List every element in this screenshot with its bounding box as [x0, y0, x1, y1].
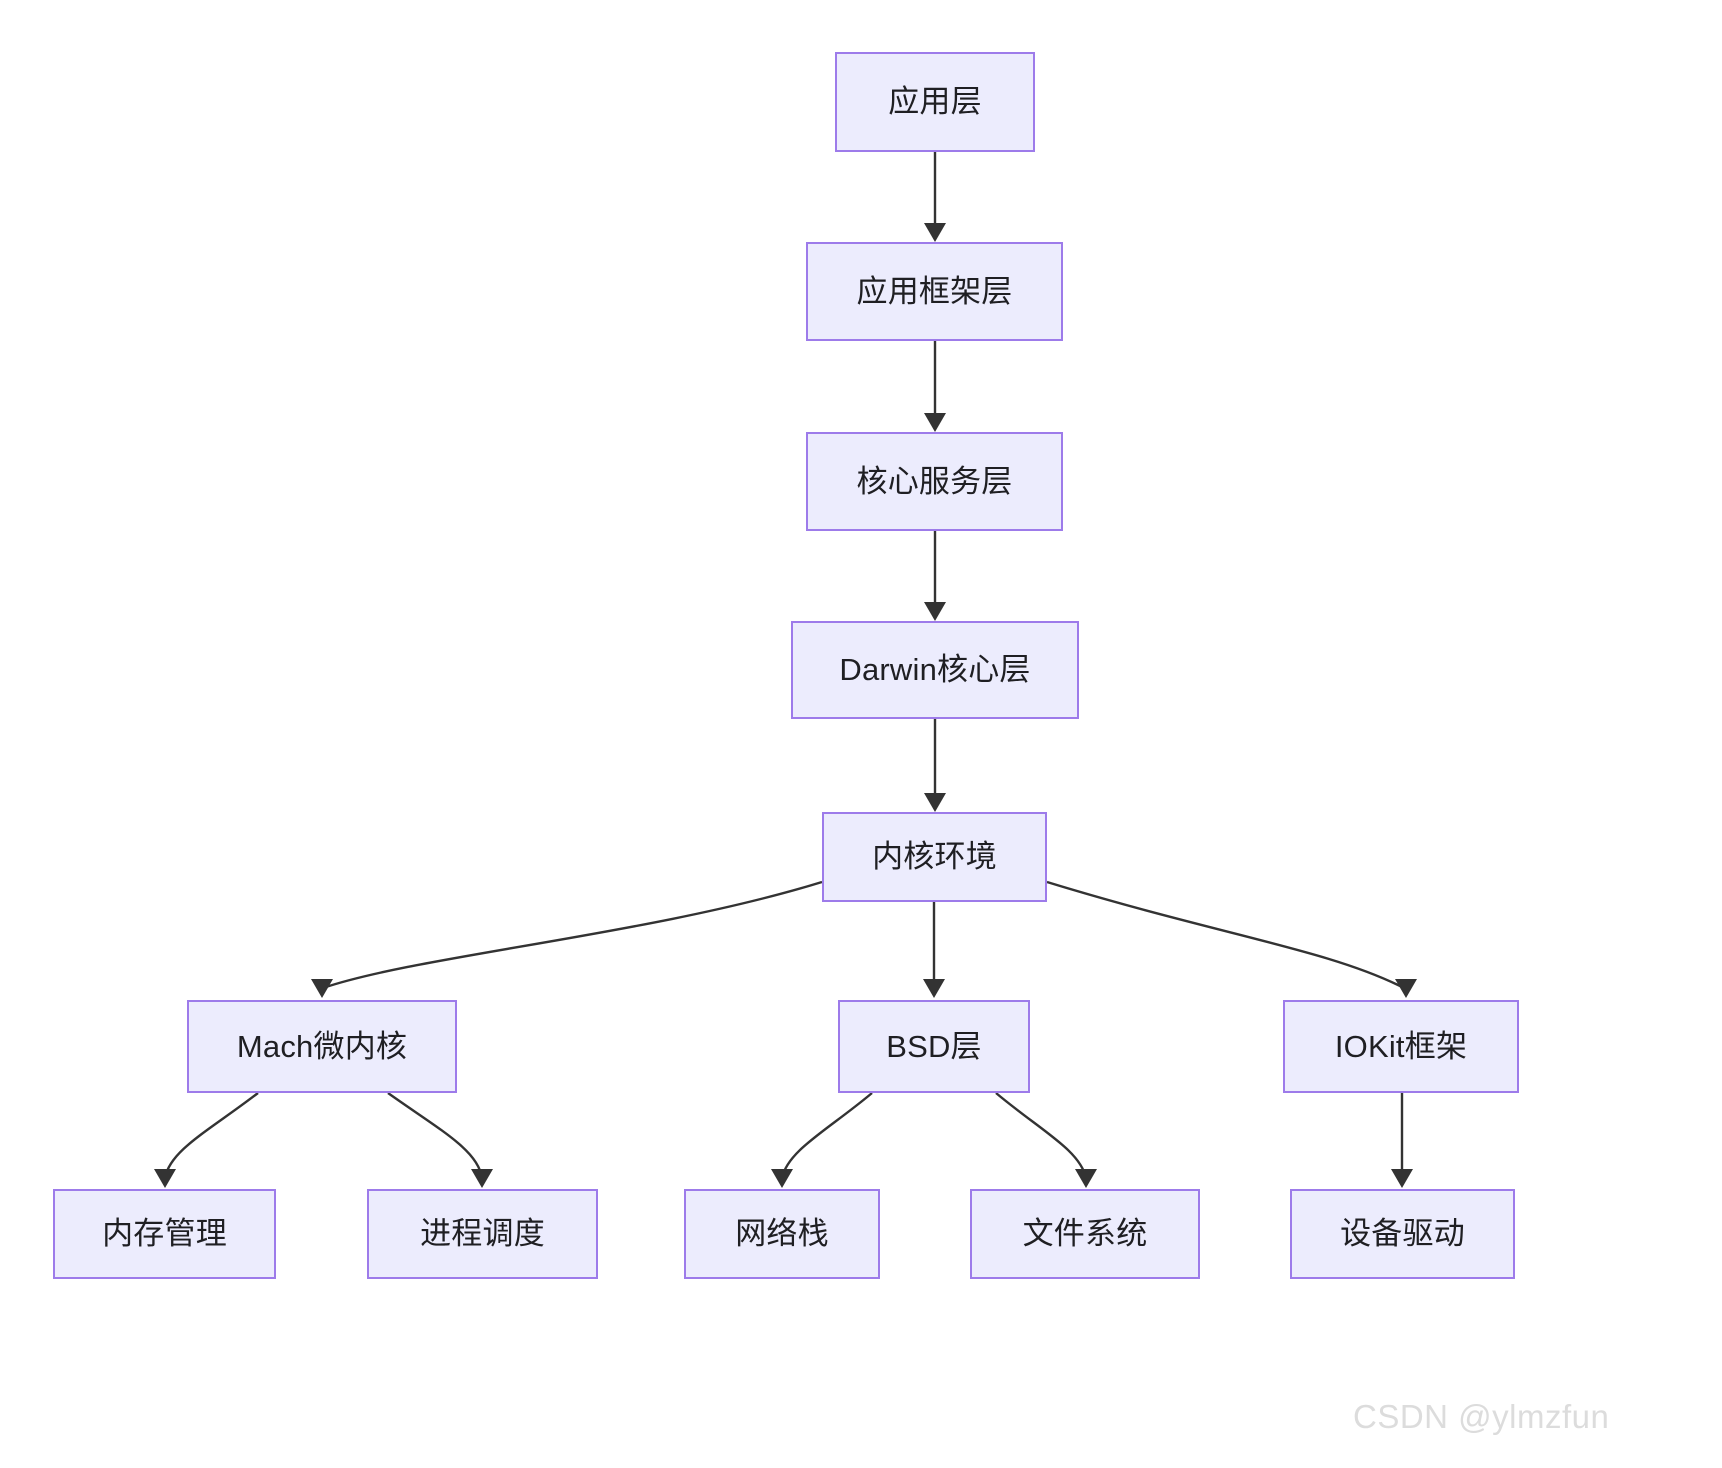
node-label: 进程调度: [420, 1216, 545, 1252]
node-coresvc[interactable]: 核心服务层: [806, 432, 1063, 531]
edge-app-to-framework: [924, 152, 946, 242]
node-label: 应用框架层: [856, 273, 1013, 309]
arrowhead-icon: [924, 793, 946, 812]
arrowhead-icon: [1391, 1169, 1413, 1188]
node-label: 内核环境: [872, 839, 997, 875]
node-label: 网络栈: [735, 1216, 829, 1252]
node-memory[interactable]: 内存管理: [53, 1189, 276, 1279]
arrowhead-icon: [1395, 979, 1417, 998]
arrowhead-icon: [924, 223, 946, 242]
node-framework[interactable]: 应用框架层: [806, 242, 1063, 341]
edge-bsd-to-netstack: [771, 1092, 873, 1188]
edge-line: [163, 1092, 259, 1179]
arrowhead-icon: [924, 602, 946, 621]
arrowhead-icon: [924, 413, 946, 432]
node-label: IOKit框架: [1334, 1028, 1468, 1064]
edge-line: [387, 1092, 484, 1179]
node-sched[interactable]: 进程调度: [367, 1189, 598, 1279]
node-label: BSD层: [886, 1028, 982, 1064]
node-kernelenv[interactable]: 内核环境: [822, 812, 1047, 902]
edge-line: [780, 1092, 873, 1179]
arrowhead-icon: [311, 979, 333, 998]
arrowhead-icon: [771, 1169, 793, 1188]
csdn-watermark: CSDN @ylmzfun: [1353, 1398, 1610, 1435]
edge-line: [322, 880, 823, 990]
node-iokit[interactable]: IOKit框架: [1283, 1000, 1519, 1093]
edge-line: [1046, 880, 1405, 990]
edge-darwin-to-kernelenv: [924, 719, 946, 812]
node-netstack[interactable]: 网络栈: [684, 1189, 880, 1279]
arrowhead-icon: [923, 979, 945, 998]
node-mach[interactable]: Mach微内核: [187, 1000, 457, 1093]
edge-coresvc-to-darwin: [924, 531, 946, 621]
node-filesystem[interactable]: 文件系统: [970, 1189, 1200, 1279]
edge-kernelenv-to-bsd: [923, 902, 945, 998]
node-label: 内存管理: [102, 1216, 227, 1252]
edge-kernelenv-to-mach: [311, 880, 823, 998]
edge-framework-to-coresvc: [924, 341, 946, 432]
node-label: 应用层: [888, 84, 982, 120]
arrowhead-icon: [154, 1169, 176, 1188]
node-darwin[interactable]: Darwin核心层: [791, 621, 1079, 719]
node-label: 设备驱动: [1340, 1216, 1465, 1252]
node-label: 文件系统: [1022, 1216, 1148, 1252]
edge-iokit-to-driver: [1391, 1093, 1413, 1188]
arrowhead-icon: [1075, 1169, 1097, 1188]
edge-mach-to-sched: [387, 1092, 493, 1188]
edge-kernelenv-to-iokit: [1046, 880, 1417, 998]
arrowhead-icon: [471, 1169, 493, 1188]
edge-mach-to-memory: [154, 1092, 259, 1188]
node-label: Mach微内核: [236, 1028, 408, 1064]
node-bsd[interactable]: BSD层: [838, 1000, 1030, 1093]
edge-bsd-to-filesystem: [995, 1092, 1097, 1188]
node-driver[interactable]: 设备驱动: [1290, 1189, 1515, 1279]
node-label: 核心服务层: [856, 463, 1013, 499]
node-app[interactable]: 应用层: [835, 52, 1035, 152]
edge-line: [995, 1092, 1088, 1179]
node-label: Darwin核心层: [839, 652, 1031, 688]
